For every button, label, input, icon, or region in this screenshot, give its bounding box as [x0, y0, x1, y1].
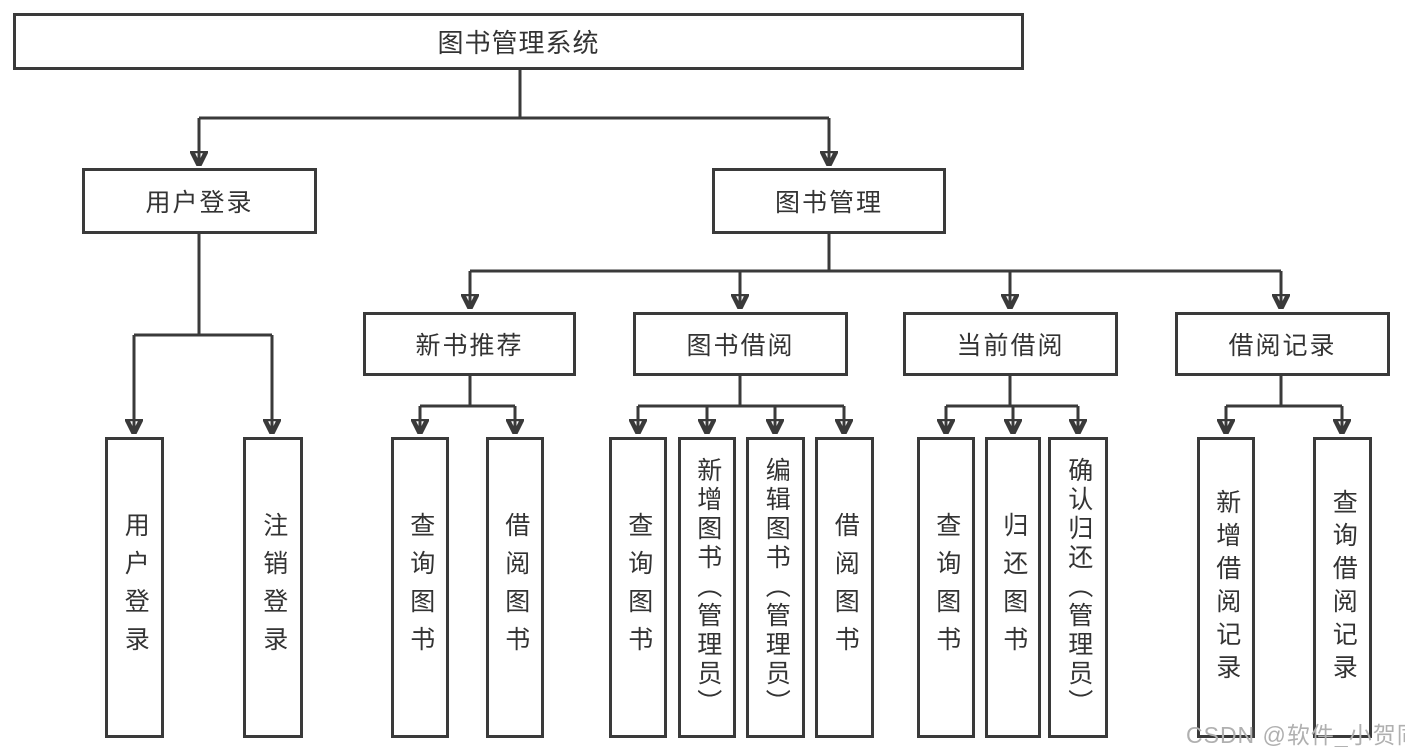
node-book-management: 图书管理: [712, 168, 946, 234]
node-cb-confirm-return-admin: 确认归还（管理员）: [1048, 437, 1108, 738]
node-book-management-label: 图书管理: [774, 189, 883, 217]
node-current-borrowing-label: 当前借阅: [956, 332, 1065, 360]
node-br-add-record-label: 新增借阅记录: [1212, 488, 1241, 687]
node-br-query-record: 查询借阅记录: [1313, 437, 1372, 738]
node-new-book-recommend: 新书推荐: [363, 312, 576, 376]
node-nb-query-books: 查询图书: [391, 437, 449, 738]
node-cb-query-books: 查询图书: [917, 437, 975, 738]
node-logout-leaf: 注销登录: [243, 437, 303, 738]
node-nb-query-books-label: 查询图书: [406, 511, 435, 664]
node-current-borrowing: 当前借阅: [903, 312, 1118, 376]
node-new-book-recommend-label: 新书推荐: [415, 332, 524, 360]
node-bb-edit-books-admin: 编辑图书（管理员）: [746, 437, 805, 738]
node-cb-return-books: 归还图书: [985, 437, 1041, 738]
node-br-query-record-label: 查询借阅记录: [1329, 488, 1358, 687]
node-user-login-label: 用户登录: [145, 189, 254, 217]
node-user-login-leaf: 用户登录: [105, 437, 164, 738]
node-bb-edit-books-admin-label: 编辑图书（管理员）: [762, 457, 791, 718]
connector-current-borrowing-children: [946, 376, 1078, 431]
node-borrowing-records-label: 借阅记录: [1228, 332, 1337, 360]
node-nb-borrow-books: 借阅图书: [486, 437, 544, 738]
node-user-login: 用户登录: [82, 168, 317, 234]
node-book-borrowing: 图书借阅: [633, 312, 848, 376]
node-bb-borrow-books-label: 借阅图书: [831, 511, 860, 664]
node-bb-query-books: 查询图书: [609, 437, 667, 738]
node-cb-return-books-label: 归还图书: [999, 511, 1028, 664]
node-root-label: 图书管理系统: [437, 28, 600, 58]
node-user-login-leaf-label: 用户登录: [121, 511, 150, 664]
connector-borrowing-records-children: [1226, 376, 1342, 431]
connector-root-to-level2: [199, 69, 829, 163]
connector-user-login-children: [134, 234, 272, 431]
csdn-watermark: CSDN @软件_小贺同学: [1186, 722, 1405, 747]
node-borrowing-records: 借阅记录: [1175, 312, 1390, 376]
node-nb-borrow-books-label: 借阅图书: [501, 511, 530, 664]
node-root: 图书管理系统: [13, 13, 1024, 70]
node-bb-add-books-admin: 新增图书（管理员）: [678, 437, 736, 738]
node-bb-add-books-admin-label: 新增图书（管理员）: [693, 457, 722, 718]
connector-book-management-children: [470, 234, 1281, 306]
connector-book-borrowing-children: [638, 376, 844, 431]
node-logout-leaf-label: 注销登录: [259, 511, 288, 664]
node-bb-borrow-books: 借阅图书: [815, 437, 874, 738]
node-cb-query-books-label: 查询图书: [932, 511, 961, 664]
node-cb-confirm-return-admin-label: 确认归还（管理员）: [1064, 457, 1093, 718]
node-br-add-record: 新增借阅记录: [1197, 437, 1255, 738]
node-book-borrowing-label: 图书借阅: [686, 332, 795, 360]
node-bb-query-books-label: 查询图书: [624, 511, 653, 664]
connector-new-book-recommend-children: [420, 376, 515, 431]
